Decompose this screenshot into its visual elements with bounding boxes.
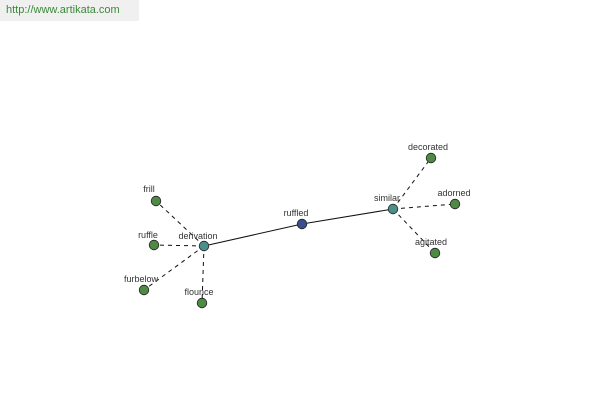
node-flounce-label: flounce xyxy=(184,287,213,297)
edge-ruffled-similar xyxy=(301,208,394,225)
source-url[interactable]: http://www.artikata.com xyxy=(0,0,139,21)
node-ruffle-marker[interactable] xyxy=(148,239,160,251)
node-agitated[interactable]: agitated xyxy=(415,237,447,259)
node-furbelow[interactable]: furbelow xyxy=(124,274,159,296)
edge-ruffled-derivation xyxy=(203,223,303,247)
node-furbelow-marker[interactable] xyxy=(138,284,150,296)
node-decorated-label: decorated xyxy=(408,142,448,152)
node-similar-label: similar xyxy=(374,193,400,203)
node-furbelow-label: furbelow xyxy=(124,274,159,284)
node-similar[interactable]: similar xyxy=(374,193,400,215)
node-similar-marker[interactable] xyxy=(387,203,399,215)
node-ruffled[interactable]: ruffled xyxy=(284,208,309,230)
node-ruffle-label: ruffle xyxy=(138,230,158,240)
node-decorated[interactable]: decorated xyxy=(408,142,448,164)
edge-similar-adorned xyxy=(392,203,456,210)
node-ruffled-marker[interactable] xyxy=(296,218,308,230)
node-agitated-label: agitated xyxy=(415,237,447,247)
node-frill-marker[interactable] xyxy=(150,195,162,207)
edge-similar-decorated xyxy=(392,157,432,210)
edges-layer xyxy=(143,157,456,304)
node-adorned-label: adorned xyxy=(437,188,470,198)
node-adorned-marker[interactable] xyxy=(449,198,461,210)
node-ruffled-label: ruffled xyxy=(284,208,309,218)
node-derivation[interactable]: derivation xyxy=(178,231,218,252)
node-frill[interactable]: frill xyxy=(143,184,162,207)
node-decorated-marker[interactable] xyxy=(425,152,437,164)
node-adorned[interactable]: adorned xyxy=(437,188,471,210)
edge-derivation-frill xyxy=(155,200,205,247)
edge-derivation-ruffle xyxy=(153,244,205,247)
node-frill-label: frill xyxy=(143,184,155,194)
node-derivation-label: derivation xyxy=(178,231,217,241)
node-flounce[interactable]: flounce xyxy=(184,287,214,309)
nodes-layer: ruffled derivation similar frill ruffle furbe… xyxy=(124,142,471,309)
edge-derivation-flounce xyxy=(201,245,205,304)
node-ruffle[interactable]: ruffle xyxy=(138,230,160,251)
node-agitated-marker[interactable] xyxy=(429,247,441,259)
node-derivation-marker[interactable] xyxy=(198,240,210,252)
node-flounce-marker[interactable] xyxy=(196,297,208,309)
edge-similar-agitated xyxy=(392,208,436,254)
